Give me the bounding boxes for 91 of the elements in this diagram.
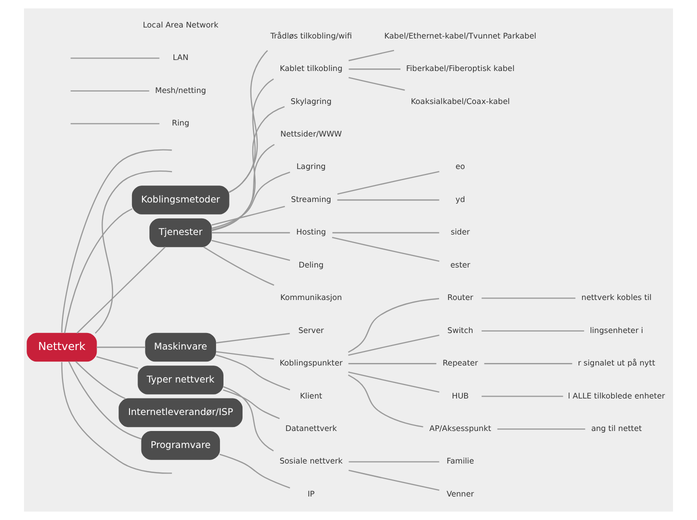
node-text: Mesh/netting xyxy=(155,86,206,95)
connector xyxy=(482,330,584,332)
node-box: Programvare xyxy=(141,431,220,460)
connector xyxy=(348,363,436,364)
connector xyxy=(68,361,142,440)
connector xyxy=(211,240,290,261)
connector xyxy=(348,50,394,62)
node-text: Koaksialkabel/Coax-kabel xyxy=(410,96,510,106)
connector xyxy=(211,144,275,231)
connector xyxy=(223,386,274,452)
connector xyxy=(219,454,290,488)
connector xyxy=(482,396,564,397)
node-label: Local Area Network xyxy=(142,20,218,30)
node-text: Kablet tilkobling xyxy=(280,64,342,74)
connector xyxy=(61,149,172,332)
node-text: Klient xyxy=(300,391,322,400)
node-text: AP/Aksesspunkt xyxy=(429,424,492,434)
node-text: Router xyxy=(447,293,474,302)
connector xyxy=(216,332,290,344)
node-text: Datanettverk xyxy=(285,424,337,434)
connector xyxy=(96,346,146,348)
connector xyxy=(497,428,586,430)
connector xyxy=(228,78,274,193)
connector xyxy=(211,106,285,232)
connector xyxy=(332,232,440,234)
node-text: Kommunikasjon xyxy=(280,293,342,302)
node-text: nettverk kobles til xyxy=(581,293,652,302)
connector xyxy=(211,206,285,226)
node-text: Skylagring xyxy=(290,96,332,106)
node-text: Switch xyxy=(447,326,474,335)
connector xyxy=(484,363,572,364)
connector xyxy=(348,334,440,356)
node-text: Familie xyxy=(446,456,474,466)
node-text: Kabel/Ethernet-kabel/Tvunnet Parkabel xyxy=(384,31,536,40)
node-text: l ALLE tilkoblede enheter xyxy=(568,391,665,400)
node-box: Typer nettverk xyxy=(138,366,224,394)
node-text: Sosiale nettverk xyxy=(280,456,343,466)
connector xyxy=(203,246,274,286)
connector xyxy=(70,123,160,124)
node-text: Nettsider/WWW xyxy=(280,130,342,139)
node-text: LAN xyxy=(172,53,188,62)
node-text: Trådløs tilkobling/wifi xyxy=(270,31,352,40)
node-text: Koblingspunkter xyxy=(280,358,343,368)
connector xyxy=(348,470,440,491)
node-text: Lagring xyxy=(296,162,326,172)
connector xyxy=(228,50,268,193)
node-box: Koblingsmetoder xyxy=(132,186,230,214)
connector xyxy=(61,362,172,474)
connector xyxy=(70,90,150,92)
connector xyxy=(94,170,172,334)
connector xyxy=(216,351,274,360)
connector xyxy=(211,172,290,229)
connector xyxy=(223,389,280,420)
node-text: Fiberkabel/Fiberoptisk kabel xyxy=(406,64,515,74)
node-text: Venner xyxy=(446,489,474,498)
node-text: sider xyxy=(450,228,470,237)
node-text: Ring xyxy=(172,118,190,128)
node-text: Deling xyxy=(298,260,324,270)
node-text: ester xyxy=(450,260,470,270)
node-text: eo xyxy=(456,162,466,172)
connector xyxy=(332,236,440,262)
connector xyxy=(96,356,138,369)
node-text: Hosting xyxy=(296,228,326,237)
node-text: lingsenheter i xyxy=(590,326,644,335)
node-text: Server xyxy=(298,326,324,335)
connector xyxy=(337,199,440,201)
node-text: yd xyxy=(456,194,466,204)
node-box: Maskinvare xyxy=(145,332,216,362)
connector xyxy=(212,232,290,234)
node-text: r signalet ut på nytt xyxy=(578,358,656,368)
node-box: Internetleverandør/ISP xyxy=(118,398,243,428)
connector xyxy=(348,298,440,353)
connector xyxy=(348,371,440,393)
connector xyxy=(348,461,440,462)
connector xyxy=(75,361,126,400)
connector xyxy=(348,68,400,70)
connector xyxy=(482,298,576,299)
node-text: Repeater xyxy=(442,358,478,368)
connector xyxy=(70,58,160,59)
node-text: IP xyxy=(308,489,315,498)
connector xyxy=(337,171,440,195)
connector xyxy=(64,208,132,334)
connector xyxy=(216,354,290,390)
node-box: Tjenester xyxy=(149,218,212,248)
connector xyxy=(348,374,424,428)
node-box: Nettverk xyxy=(26,332,97,362)
node-text: Streaming xyxy=(291,194,332,204)
node-text: ang til nettet xyxy=(591,424,642,434)
connector xyxy=(76,246,166,334)
connector xyxy=(348,77,405,91)
node-text: HUB xyxy=(452,391,469,400)
